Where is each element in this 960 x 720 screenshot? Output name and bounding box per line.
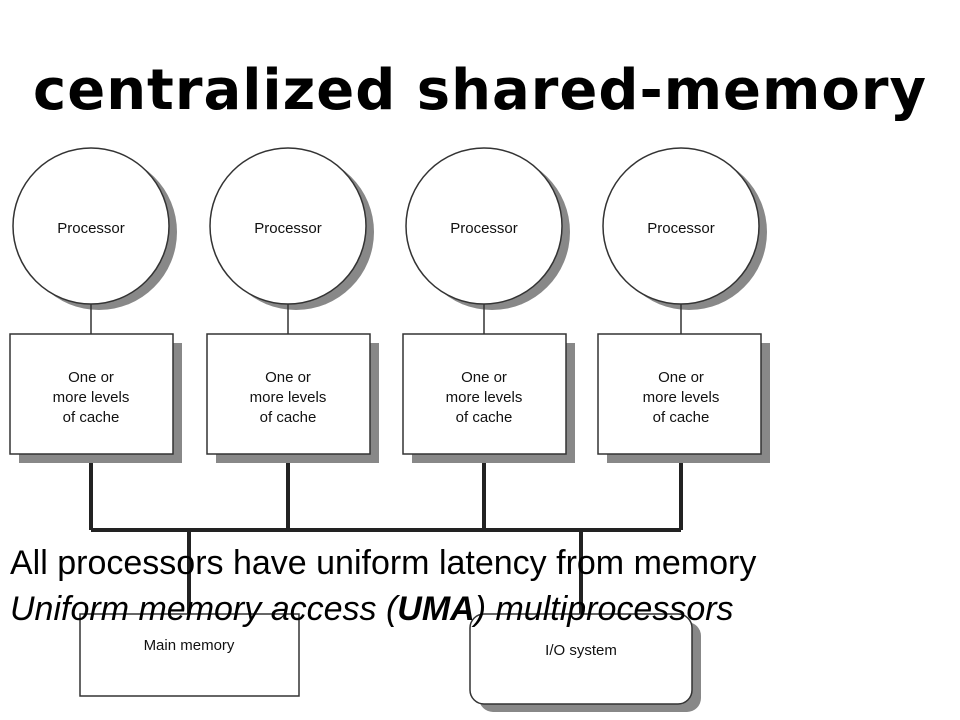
main-memory-box [79,613,300,697]
cache-label-line: more levels [446,389,523,406]
caption-uma: Uniform memory access (UMA) multiprocess… [10,590,734,629]
cache-label-line: One or [265,369,311,386]
caption-uma-acronym: UMA [397,590,475,628]
processor-label: Processor [57,220,125,237]
cache-label-line: One or [68,369,114,386]
cache-label-line: of cache [63,409,120,426]
cache-label-line: more levels [250,389,327,406]
io-system-box [469,613,693,705]
cache-label-line: of cache [653,409,710,426]
caption-uma-prefix: Uniform memory access ( [10,590,398,628]
cache-label-line: One or [461,369,507,386]
io-system-label: I/O system [545,642,617,659]
cache-box [9,333,174,455]
caption-uniform-latency: All processors have uniform latency from… [10,544,757,582]
cache-label-line: more levels [53,389,130,406]
cache-label-line: One or [658,369,704,386]
cache-label-line: of cache [260,409,317,426]
cache-label-line: more levels [643,389,720,406]
processor-label: Processor [647,220,715,237]
slide-title: centralized shared-memory [33,58,927,123]
caption-uma-suffix: ) multiprocessors [474,590,734,628]
main-memory-label: Main memory [144,637,235,654]
processor-label: Processor [254,220,322,237]
cache-box [206,333,371,455]
cache-box [402,333,567,455]
cache-box [597,333,762,455]
cache-label-line: of cache [456,409,513,426]
processor-label: Processor [450,220,518,237]
